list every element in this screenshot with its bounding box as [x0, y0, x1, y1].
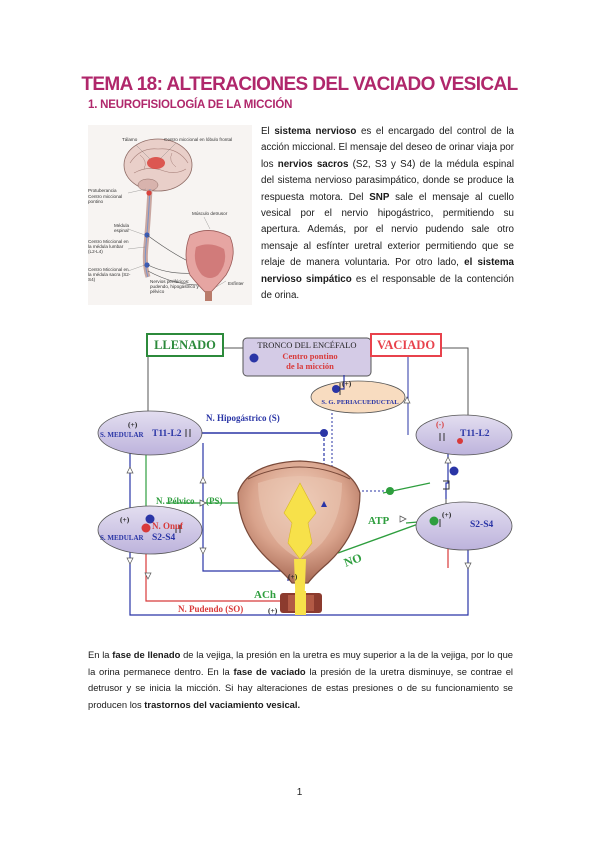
page-title: TEMA 18: ALTERACIONES DEL VACIADO VESICA…	[81, 74, 518, 95]
label-medula: Médula espinal	[114, 223, 130, 234]
label-centro-frontal: Centro miccional en lóbulo frontal	[164, 137, 233, 142]
page-number: 1	[296, 787, 303, 798]
n-pelvico-label: N. Pélvico	[156, 496, 195, 506]
text: sale el mensaje al cuello vesical por el…	[261, 191, 514, 269]
llenado-label: LLENADO	[146, 333, 224, 357]
plus-sign: (+)	[128, 420, 138, 429]
label-protuberancia: Protuberancia	[88, 188, 117, 193]
bold-term: el sistema nervioso simpático	[261, 257, 514, 285]
periacueductal-label: S. G. PERIACUEDUCTAL	[321, 399, 399, 406]
section-heading: 1. NEUROFISIOLOGÍA DE LA MICCIÓN	[88, 99, 293, 111]
text: (S2, S3 y S4) de la médula espinal del s…	[261, 158, 514, 203]
brain-spinal-figure: Tálamo Centro miccional en lóbulo fronta…	[88, 125, 252, 305]
s2-s4-left-label: S2-S4	[152, 533, 176, 543]
micturition-illustration	[97, 337, 513, 616]
text: la presión de la uretra disminuye, se co…	[88, 665, 514, 710]
label-centro-pontino: Centro miccional pontino	[88, 194, 123, 205]
ps-label: (PS)	[206, 496, 223, 506]
phases-paragraph: En la fase de llenado de la vejiga, la p…	[88, 647, 513, 713]
brain-spinal-illustration	[123, 138, 234, 301]
plus-sign: (+)	[120, 515, 130, 524]
minus-sign: (-)	[436, 420, 444, 429]
text: El	[261, 126, 275, 137]
s-medular-top-label: S. MEDULAR	[100, 431, 144, 439]
label-nervios: Nervios periféricos: pudendo, hipogástri…	[150, 279, 199, 295]
bold-term: fase de vaciado	[233, 665, 306, 677]
text: de la vejiga, la presión en la uretra es…	[88, 649, 513, 677]
vaciado-label: VACIADO	[370, 333, 442, 357]
label-talamo: Tálamo	[122, 137, 138, 142]
bold-term: trastornos del vaciamiento vesical.	[144, 698, 301, 710]
de-la-miccion-label: de la micción	[286, 361, 334, 371]
label-detrusor: Músculo detrusor	[192, 211, 228, 216]
bold-term: sistema nervioso	[274, 126, 357, 137]
ach-label: ACh	[254, 589, 277, 601]
atp-label: ATP	[368, 515, 390, 527]
plus-sign: (+)	[268, 606, 278, 615]
n-onuf-label: N. Onuf	[152, 521, 184, 531]
micturition-diagram: LLENADO VACIADO TRONCO DEL ENCÉFALO Cent…	[88, 323, 516, 623]
text: En la	[88, 649, 113, 660]
bold-term: nervios sacros	[277, 158, 349, 170]
text: es el encargado del control de la acción…	[261, 126, 515, 170]
intro-paragraph: El sistema nervioso es el encargado del …	[261, 124, 514, 304]
text: es el responsable de la contención de or…	[261, 273, 514, 302]
plus-sign: (+)	[288, 572, 298, 581]
t11-l2-right-label: T11-L2	[460, 429, 490, 439]
tronco-label: TRONCO DEL ENCÉFALO	[257, 340, 357, 350]
centro-pontino-label: Centro pontino	[282, 351, 338, 361]
label-centro-sacro: Centro Miccional en la médula sacra (S2-…	[88, 267, 131, 283]
n-hipogastrico-label: N. Hipogástrico (S)	[206, 413, 280, 423]
s-medular-bottom-label: S. MEDULAR	[100, 534, 144, 542]
t11-l2-left-label: T11-L2	[152, 429, 182, 439]
bold-term: fase de llenado	[112, 649, 181, 660]
plus-sign: (+)	[342, 379, 352, 388]
label-centro-lumbar: Centro Miccional en la médula lumbar (L2…	[88, 239, 129, 255]
s2-s4-right-label: S2-S4	[470, 520, 494, 530]
bold-term: SNP	[369, 191, 390, 203]
plus-sign: (+)	[442, 510, 452, 519]
n-pudendo-label: N. Pudendo (SO)	[178, 604, 244, 614]
label-esfinter: Esfínter	[228, 281, 244, 286]
